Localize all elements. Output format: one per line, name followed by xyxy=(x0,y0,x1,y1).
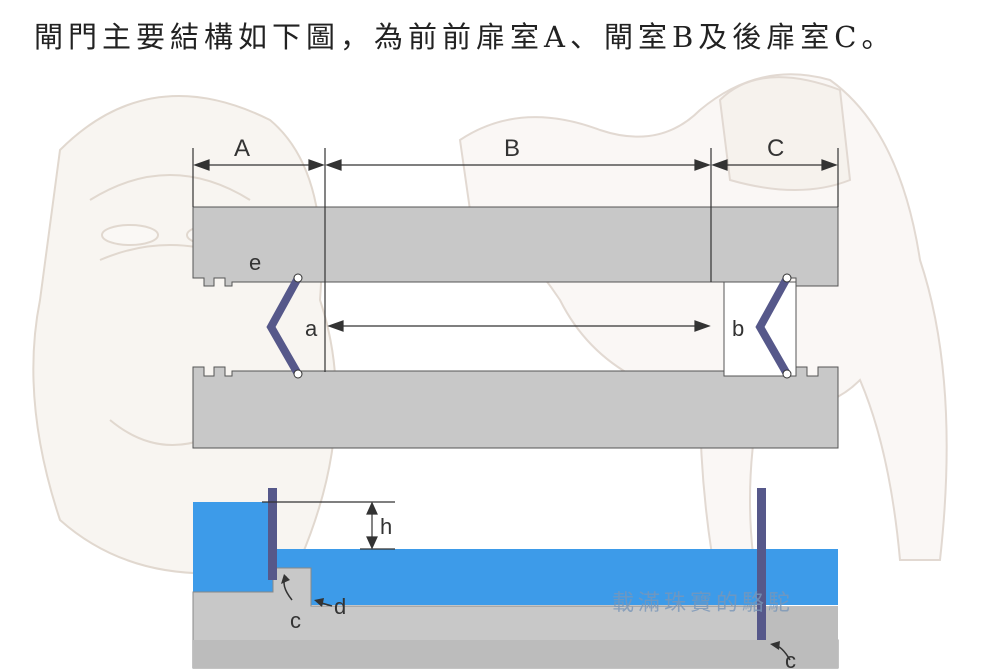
dimension-chamber-length xyxy=(327,320,711,332)
label-chamber-a: A xyxy=(234,135,250,162)
plan-view: A B C a b e xyxy=(192,135,839,449)
lower-wall xyxy=(192,366,839,449)
dimension-b xyxy=(325,159,711,171)
label-groove-e: e xyxy=(249,250,261,275)
dimension-c xyxy=(711,159,838,171)
label-height-h: h xyxy=(380,514,392,539)
dimension-h xyxy=(262,501,395,550)
label-sill-c-right: c xyxy=(785,648,796,671)
gate-upstream xyxy=(268,488,277,580)
watermark-text: 載滿珠寶的駱駝 xyxy=(612,591,794,616)
downstream-step xyxy=(760,606,838,640)
upper-wall xyxy=(192,206,839,287)
label-chamber-b: B xyxy=(504,135,520,162)
label-sill-d: d xyxy=(334,594,346,619)
label-gate-b: b xyxy=(732,316,744,341)
mitre-gate-a xyxy=(266,276,302,376)
mitre-gate-b xyxy=(755,276,791,376)
section-view: h c d c xyxy=(192,488,839,671)
label-sill-c-left: c xyxy=(290,608,301,633)
label-chamber-c: C xyxy=(767,135,784,162)
gate-downstream xyxy=(757,488,766,640)
caption-text: 閘門主要結構如下圖，為前前扉室A、閘室B及後扉室C。 xyxy=(34,20,896,54)
dimension-a xyxy=(193,159,325,171)
floor-base xyxy=(193,640,838,668)
label-gate-a: a xyxy=(305,316,318,341)
upstream-water xyxy=(193,502,273,592)
background-camel-sketch xyxy=(458,73,948,601)
chamber-water xyxy=(273,549,838,605)
